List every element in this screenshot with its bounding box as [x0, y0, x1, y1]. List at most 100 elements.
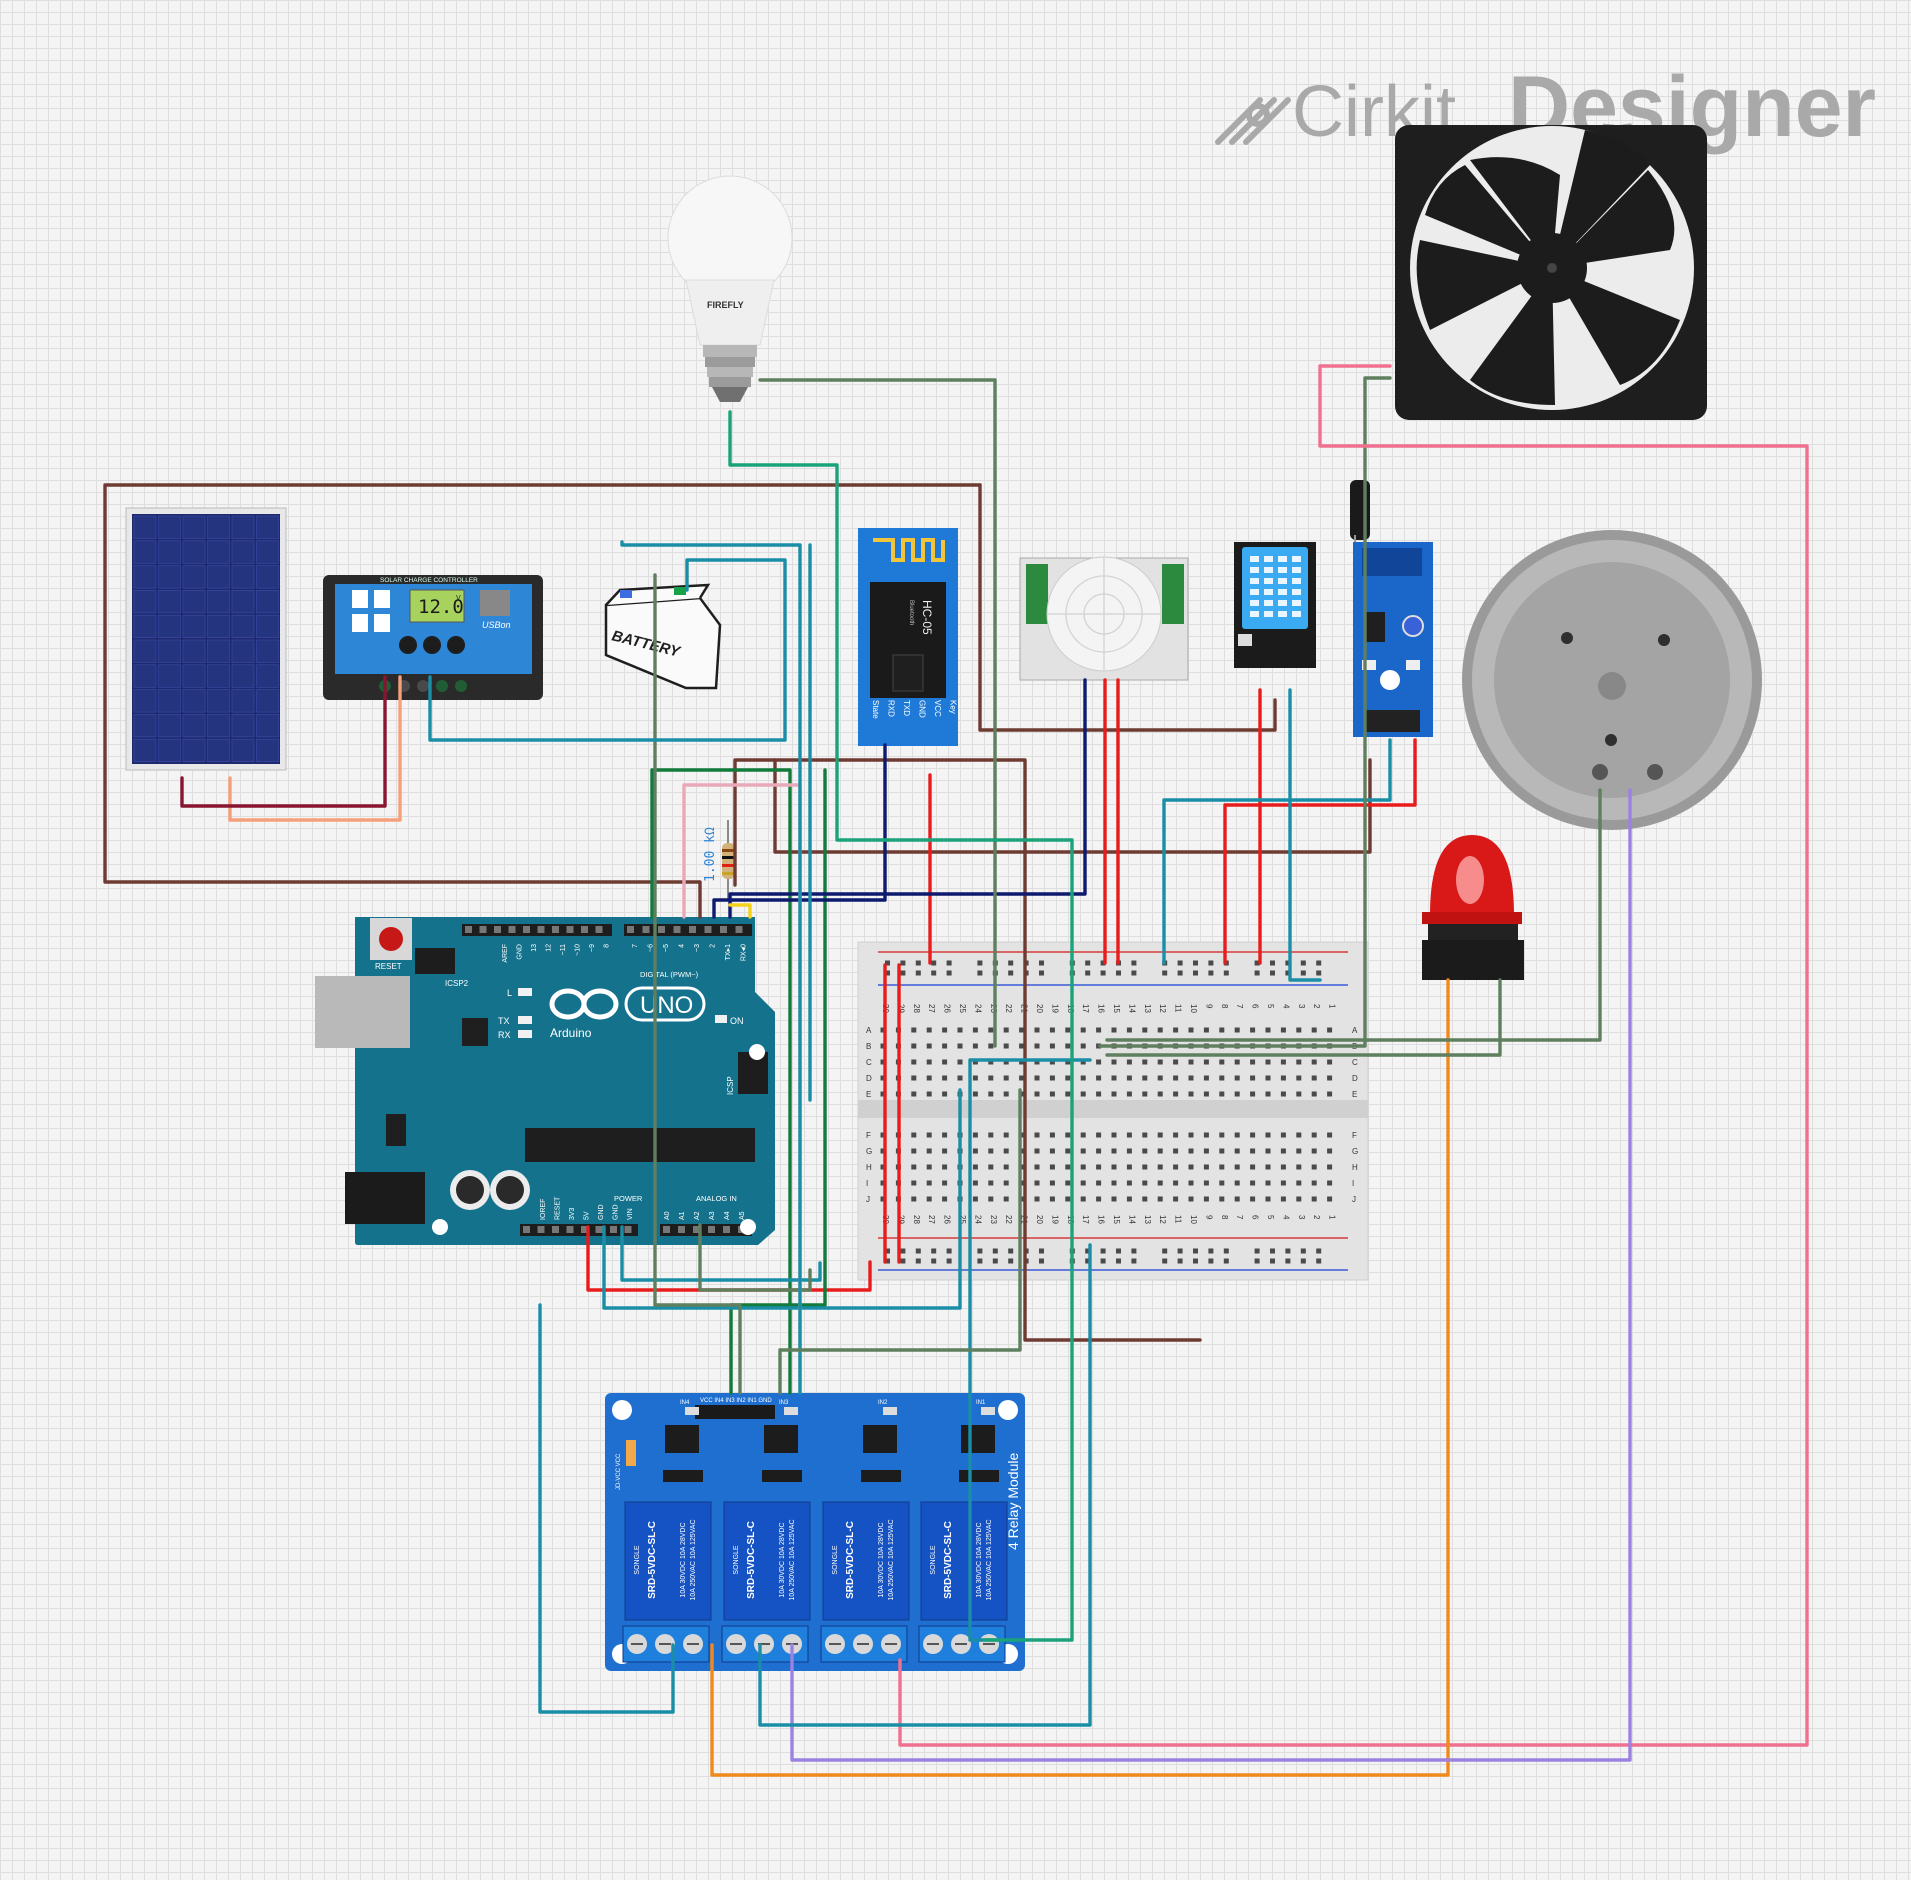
bb-column-label: 29	[896, 1004, 905, 1013]
arduino-digital-pin-label: 2	[710, 944, 717, 948]
pink-wire[interactable]	[898, 364, 1809, 1747]
icsp-label: ICSP	[726, 1076, 735, 1095]
gray-green-wire[interactable]	[1098, 376, 1392, 1048]
breadboard[interactable]: 3030292928282727262625252424232322222121…	[857, 941, 1369, 1281]
bb-column-label: 25	[958, 1004, 967, 1013]
bb-row-label: E	[1352, 1090, 1357, 1099]
controller-display-value: 12.0	[418, 596, 464, 618]
relay-coil-block	[624, 1501, 712, 1621]
gray-green-wire[interactable]	[1105, 788, 1602, 1042]
bb-column-label: 23	[989, 1215, 998, 1224]
arduino-analog-pin-label: A5	[739, 1211, 746, 1220]
teal-wire[interactable]	[1162, 738, 1392, 965]
bb-column-label: 10	[1189, 1004, 1198, 1013]
arduino-upper-pin-label: GND	[517, 944, 524, 960]
bb-column-label: 6	[1251, 1215, 1260, 1220]
bb-column-label: 8	[1220, 1004, 1229, 1009]
relay-led-label: IN1	[976, 1400, 986, 1406]
bb-column-label: 12	[1158, 1004, 1167, 1013]
teal-wire[interactable]	[758, 1243, 1092, 1727]
bt-pin-label: GND	[918, 700, 927, 718]
relay-led	[883, 1407, 897, 1415]
salmon-wire[interactable]	[228, 675, 402, 822]
cooling-fan[interactable]	[1395, 125, 1707, 420]
bb-column-label: 25	[958, 1215, 967, 1224]
jdvcc-jumper[interactable]	[626, 1440, 636, 1466]
purple-wire[interactable]	[790, 788, 1632, 1762]
arduino-digital-pin-label: 7	[632, 944, 639, 948]
gray-green-wire[interactable]	[758, 378, 997, 1048]
bb-row-label: D	[866, 1074, 872, 1083]
relay-rating-label: 10A 250VAC 10A 125VAC	[986, 1519, 993, 1600]
gray-green-wire[interactable]	[778, 1088, 1022, 1395]
bb-column-label: 22	[1004, 1215, 1013, 1224]
teal-wire[interactable]	[620, 1225, 822, 1282]
battery[interactable]: BATTERY	[604, 583, 722, 690]
brown-wire[interactable]	[103, 483, 982, 919]
warning-beacon[interactable]	[1422, 835, 1524, 980]
bb-column-label: 26	[943, 1215, 952, 1224]
bb-column-label: 27	[927, 1215, 936, 1224]
bb-column-label: 11	[1174, 1004, 1183, 1013]
controller-title: SOLAR CHARGE CONTROLLER	[380, 577, 478, 584]
teal-wire[interactable]	[538, 1303, 675, 1714]
bb-column-label: 24	[973, 1004, 982, 1013]
bb-row-label: F	[1352, 1131, 1357, 1140]
battery-negative-terminal[interactable]	[620, 590, 632, 598]
uno-badge	[624, 986, 706, 1022]
sensitivity-potentiometer[interactable]	[1402, 615, 1424, 637]
bb-row-label: H	[866, 1163, 872, 1172]
bb-row-label: D	[1352, 1074, 1358, 1083]
bb-row-label: G	[1352, 1147, 1358, 1156]
teal-wire[interactable]	[602, 1088, 962, 1310]
brown-wire[interactable]	[733, 758, 1202, 1342]
controller-button-plus[interactable]	[447, 636, 465, 654]
gray-green-wire[interactable]	[698, 1223, 812, 1292]
flame-sensor[interactable]	[1350, 480, 1433, 737]
usb-port-icon	[480, 590, 510, 616]
arduino-digital-pin-label: 4	[679, 944, 686, 948]
red-wire[interactable]	[1223, 738, 1417, 965]
reset-button[interactable]	[379, 927, 403, 951]
light-bulb[interactable]: FIREFLY	[667, 175, 793, 402]
pir-motion-sensor[interactable]	[1019, 556, 1189, 681]
sea-wire[interactable]	[728, 410, 1074, 1642]
reset-label: RESET	[375, 962, 402, 971]
bb-row-label: E	[866, 1090, 871, 1099]
green-wire[interactable]	[729, 768, 827, 1395]
solar-panel[interactable]	[125, 507, 287, 771]
gray-green-wire[interactable]	[653, 573, 742, 1395]
resistor-1k[interactable]: 1.00 kΩ	[703, 820, 735, 900]
bb-column-label: 20	[1035, 1215, 1044, 1224]
bt-pin-label: RXD	[887, 700, 896, 717]
teal-wire[interactable]	[620, 540, 802, 1395]
heater-element[interactable]	[1462, 530, 1762, 830]
teal-wire[interactable]	[1288, 688, 1322, 982]
arduino-upper-pin-label: ~9	[589, 944, 596, 952]
controller-button-menu[interactable]	[399, 636, 417, 654]
bb-column-label: 28	[912, 1004, 921, 1013]
maroon-wire[interactable]	[180, 675, 387, 808]
solar-charge-controller[interactable]: SOLAR CHARGE CONTROLLER 12.0 V USBon	[323, 575, 543, 700]
bt-pin-label: TXD	[902, 700, 911, 716]
relay-input-header	[695, 1405, 775, 1419]
dht11-temperature-sensor[interactable]	[1234, 542, 1316, 668]
green-wire[interactable]	[650, 768, 792, 1395]
teal-wire[interactable]	[428, 558, 787, 742]
bb-column-label: 22	[1004, 1004, 1013, 1013]
bb-row-label: B	[866, 1042, 871, 1051]
bb-row-label: H	[1352, 1163, 1358, 1172]
arduino-digital-pin-label: ~3	[694, 944, 701, 952]
bb-row-label: I	[1352, 1179, 1354, 1188]
bb-row-label: A	[866, 1026, 872, 1035]
controller-button-minus[interactable]	[423, 636, 441, 654]
battery-positive-terminal[interactable]	[674, 587, 686, 595]
gray-green-wire[interactable]	[1105, 978, 1502, 1057]
brown-wire[interactable]	[978, 483, 1277, 732]
relay-brand-label: SONGLE	[634, 1545, 641, 1575]
yellow-wire[interactable]	[728, 903, 752, 919]
orange-wire[interactable]	[710, 978, 1450, 1777]
